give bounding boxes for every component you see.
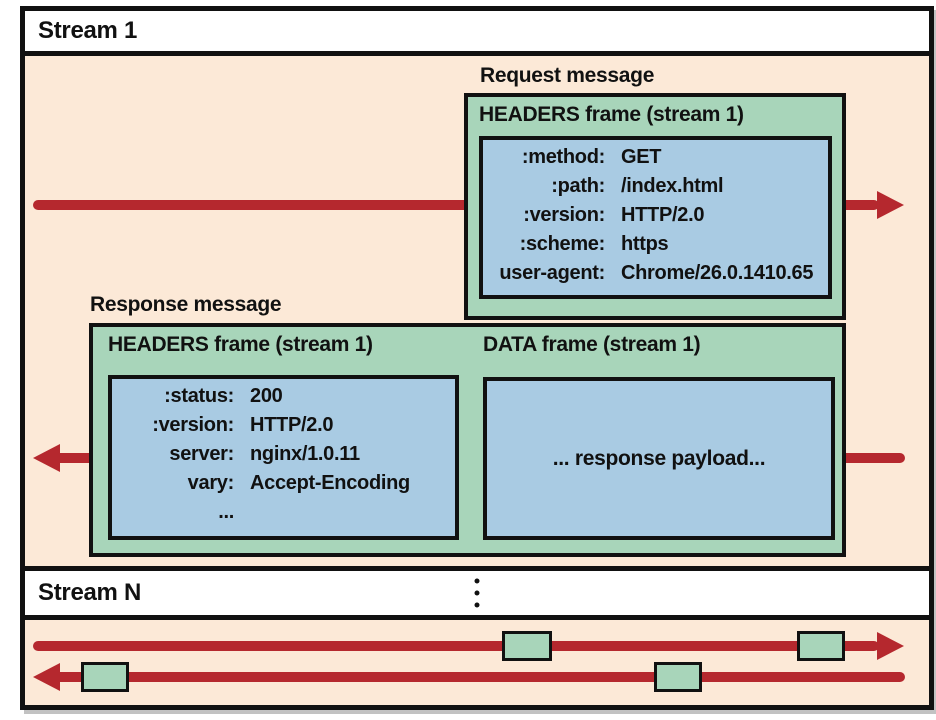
header-key: :path: (551, 175, 605, 197)
dot (474, 578, 480, 584)
frame-chip (797, 631, 845, 661)
header-value: Chrome/26.0.1410.65 (621, 262, 814, 284)
header-value: /index.html (621, 175, 724, 197)
header-value (250, 498, 451, 527)
response-headers-table: :status: 200 :version: HTTP/2.0 server: … (112, 379, 455, 527)
header-value: HTTP/2.0 (621, 204, 705, 226)
response-payload-text: ... response payload... (552, 446, 766, 470)
streamN-response-arrowhead-icon (33, 663, 60, 691)
streamN-title-bar: Stream N (25, 571, 929, 620)
request-arrowhead-icon (877, 191, 904, 219)
header-value: nginx/1.0.11 (250, 443, 360, 465)
streamN-body (25, 620, 929, 705)
streamN-request-arrow-line (33, 641, 879, 651)
frame-chip (81, 662, 129, 692)
request-headers-table: :method: GET :path: /index.html :version… (483, 140, 828, 288)
response-data-payload-box: ... response payload... (483, 377, 835, 540)
header-value: Accept-Encoding (250, 472, 410, 494)
header-value: 200 (250, 385, 283, 407)
header-key: :method: (521, 146, 605, 168)
request-headers-frame-box: HEADERS frame (stream 1) :method: GET :p… (464, 93, 846, 320)
response-message-label: Response message (90, 293, 282, 316)
request-headers-payload-box: :method: GET :path: /index.html :version… (479, 136, 832, 299)
diagram-frame: Stream 1 Request message HEADERS frame (… (20, 6, 934, 710)
header-key: :version: (523, 204, 605, 226)
frame-chip (654, 662, 702, 692)
request-arrow-line (33, 200, 879, 210)
header-value: HTTP/2.0 (250, 414, 334, 436)
dot (474, 602, 480, 608)
streamN-response-arrow-line (55, 672, 905, 682)
header-key: :status: (164, 385, 234, 407)
header-key: vary: (187, 472, 235, 494)
header-key: ... (218, 501, 234, 523)
stream1-title-bar: Stream 1 (25, 11, 929, 56)
response-data-frame-title: DATA frame (stream 1) (483, 333, 701, 356)
header-key: server: (169, 443, 234, 465)
header-key: :version: (152, 414, 234, 436)
response-headers-frame-title: HEADERS frame (stream 1) (108, 333, 373, 356)
response-arrowhead-icon (33, 444, 60, 472)
request-message-label: Request message (480, 64, 655, 87)
header-key: user-agent: (499, 262, 605, 284)
header-value: GET (621, 146, 662, 168)
header-value: https (621, 233, 669, 255)
response-headers-payload-box: :status: 200 :version: HTTP/2.0 server: … (108, 375, 459, 540)
response-frames-box: HEADERS frame (stream 1) DATA frame (str… (89, 323, 846, 557)
streamN-request-arrowhead-icon (877, 632, 904, 660)
header-key: :scheme: (519, 233, 606, 255)
dot (474, 590, 480, 596)
vertical-ellipsis-icon (474, 578, 480, 608)
request-headers-frame-title: HEADERS frame (stream 1) (479, 103, 744, 126)
stream1-title: Stream 1 (38, 17, 137, 44)
frame-chip (502, 631, 552, 661)
stream1-body: Request message HEADERS frame (stream 1)… (25, 56, 929, 571)
streamN-title: Stream N (38, 579, 141, 606)
